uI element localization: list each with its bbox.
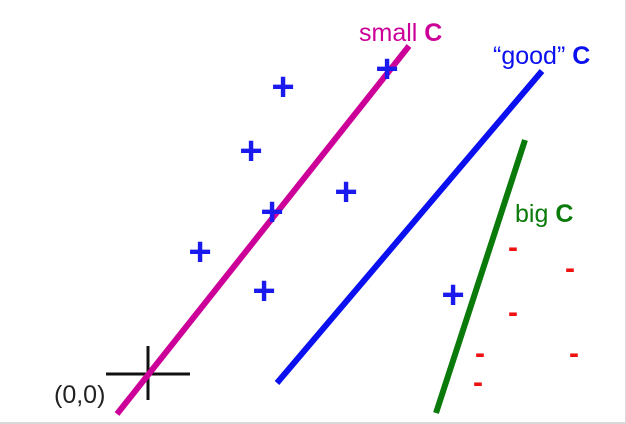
plus-point: + xyxy=(239,129,262,173)
small-c-label-text: small xyxy=(359,19,424,47)
plus-point: + xyxy=(252,269,275,313)
plus-point: + xyxy=(375,47,398,91)
big-c-line xyxy=(433,139,528,414)
good-c-label: “good” C xyxy=(493,42,590,70)
minus-point: - xyxy=(508,231,518,264)
negative-points: - - - - - - xyxy=(473,231,579,399)
small-c-line xyxy=(114,44,412,416)
small-c-label-symbol: C xyxy=(424,19,442,47)
plus-point: + xyxy=(260,190,283,234)
origin-label: (0,0) xyxy=(54,381,105,409)
small-c-label: small C xyxy=(359,19,442,47)
plus-point: + xyxy=(441,273,464,317)
plus-point: + xyxy=(334,170,357,214)
big-c-label-text: big xyxy=(515,200,555,228)
positive-points: + + + + + + + + xyxy=(188,47,464,317)
minus-point: - xyxy=(473,366,483,399)
good-c-line xyxy=(274,69,545,385)
minus-point: - xyxy=(565,252,575,285)
good-c-label-text: “good” xyxy=(493,42,572,70)
big-c-label-symbol: C xyxy=(555,200,573,228)
big-c-label: big C xyxy=(515,200,573,228)
minus-point: - xyxy=(508,296,518,329)
minus-point: - xyxy=(569,337,579,370)
plus-point: + xyxy=(188,230,211,274)
plus-point: + xyxy=(271,65,294,109)
good-c-label-symbol: C xyxy=(572,42,590,70)
minus-point: - xyxy=(475,337,485,370)
